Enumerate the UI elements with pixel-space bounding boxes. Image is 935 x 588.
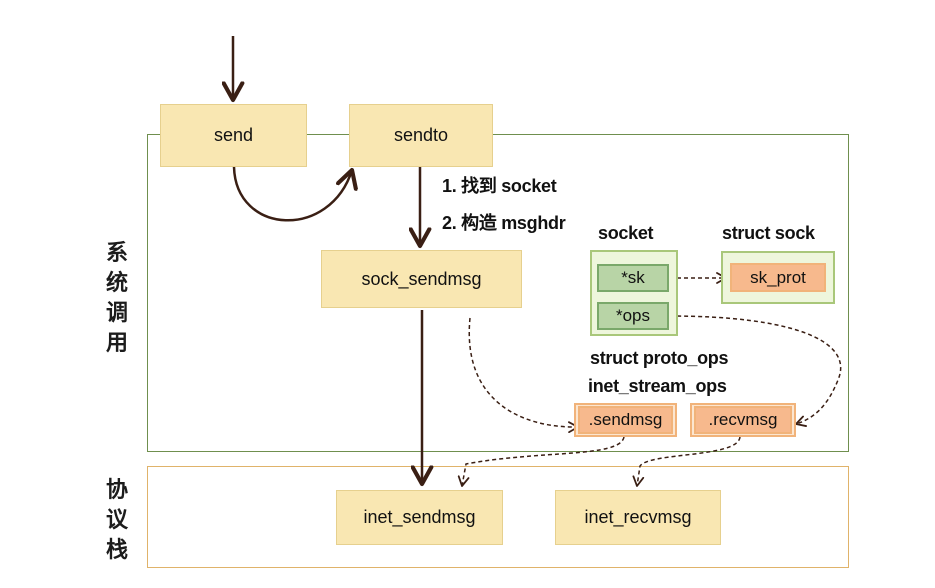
socket-field-sk: *sk [597, 264, 669, 292]
inet-stream-ops-title: inet_stream_ops [588, 376, 727, 396]
step-build-msghdr: 2. 构造 msghdr [442, 213, 566, 233]
send-to-sendto-arrow [232, 166, 352, 222]
inet-recvmsg-node: inet_recvmsg [555, 490, 721, 545]
ops-field-sendmsg: .sendmsg [578, 406, 673, 434]
syscall-region-label: 系 统 调 用 [102, 238, 132, 358]
inet-sendmsg-node: inet_sendmsg [336, 490, 503, 545]
sendto-node: sendto [349, 104, 493, 167]
stack-label-char: 议 [105, 507, 128, 532]
ops-field-recvmsg: .recvmsg [694, 406, 792, 434]
step-find-socket: 1. 找到 socket [442, 176, 557, 196]
syscall-label-char: 调 [105, 300, 128, 325]
stack-label-char: 栈 [105, 537, 128, 562]
syscall-label-char: 用 [105, 330, 128, 355]
socket-struct-title: socket [598, 223, 654, 243]
sock-sendmsg-to-sendmsg-arrow [468, 317, 579, 434]
sock-field-sk-prot: sk_prot [730, 263, 826, 292]
proto-ops-title: struct proto_ops [590, 348, 729, 368]
stack-region-label: 协 议 栈 [102, 475, 132, 565]
stack-label-char: 协 [105, 477, 128, 502]
recvmsg-to-inet-recvmsg-arrow [632, 436, 741, 487]
protocol-stack-region [147, 466, 849, 568]
struct-sock-title: struct sock [722, 223, 815, 243]
sock-sendmsg-node: sock_sendmsg [321, 250, 522, 308]
syscall-region [147, 134, 849, 452]
sendmsg-to-inet-sendmsg-arrow [457, 436, 625, 487]
syscall-label-char: 统 [105, 270, 128, 295]
send-node: send [160, 104, 307, 167]
socket-field-ops: *ops [597, 302, 669, 330]
ops-to-recvmsg-arrow [669, 315, 842, 427]
syscall-label-char: 系 [105, 240, 128, 265]
